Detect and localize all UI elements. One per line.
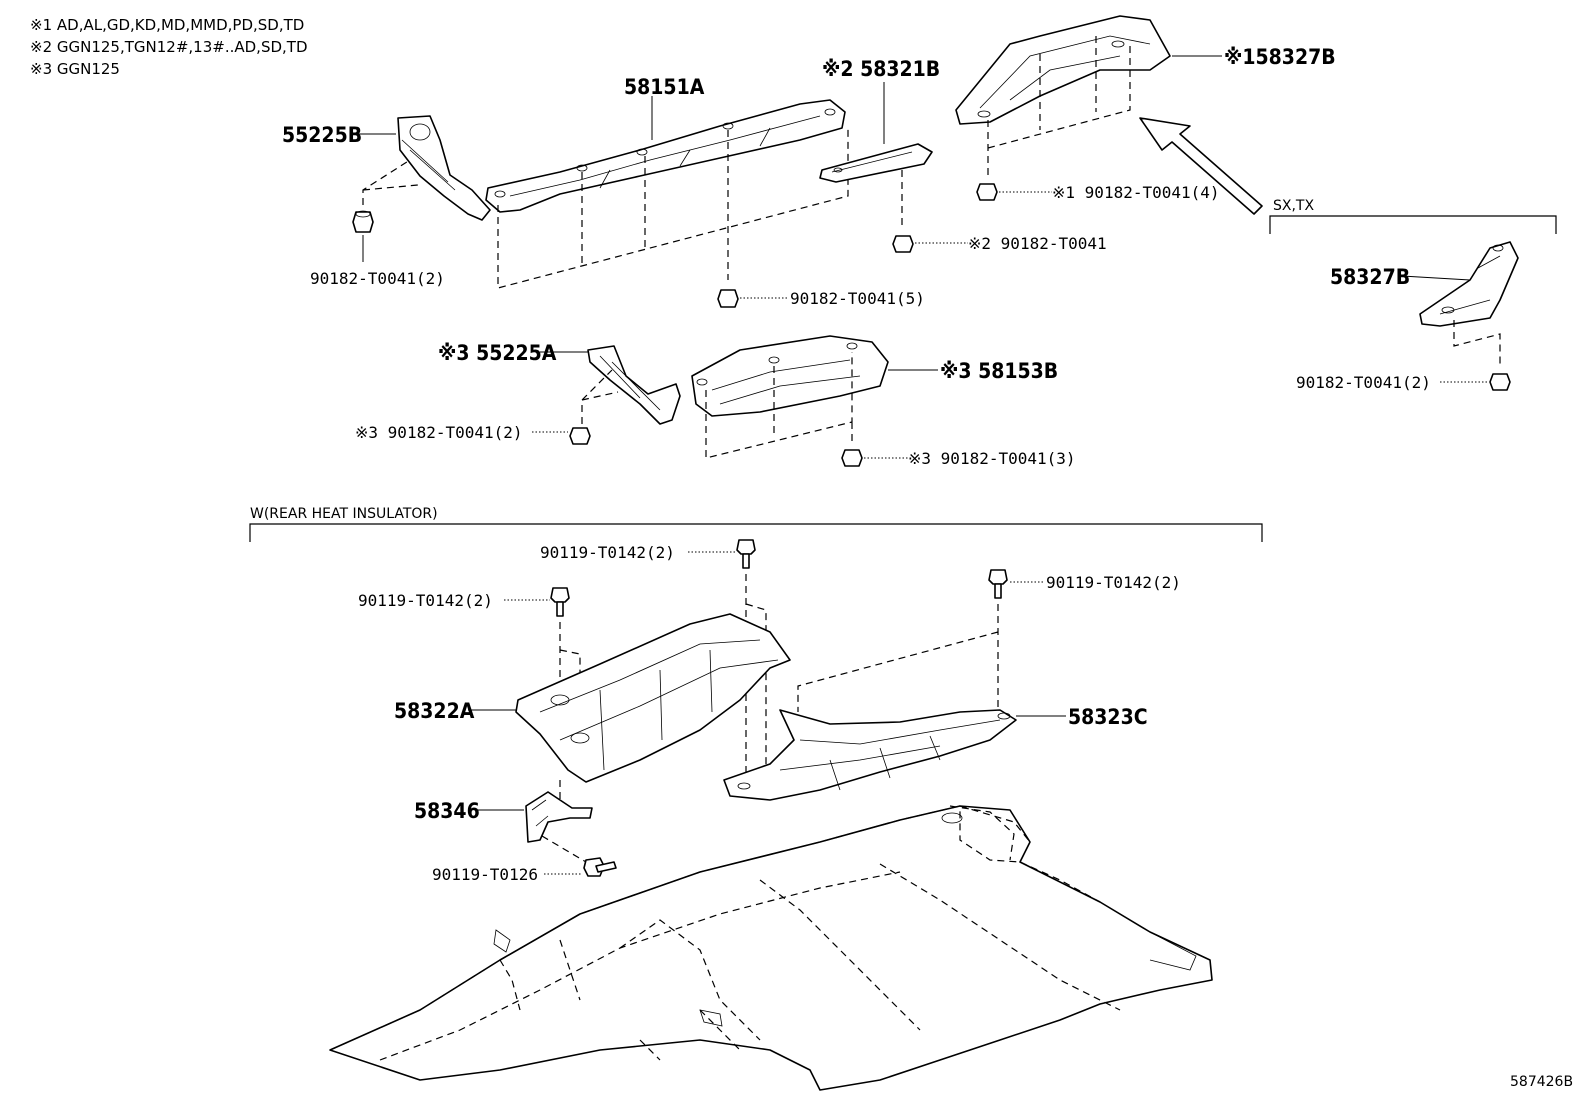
label-55225a-nut: ※3 90182-T0041(2) xyxy=(355,423,523,442)
label-58346: 58346 xyxy=(414,799,480,823)
dash-58327b-sxtx xyxy=(1453,320,1501,368)
label-bolt-58346: 90119-T0126 xyxy=(432,865,538,884)
label-55225b: 55225B xyxy=(282,123,362,147)
label-58151a-nut: 90182-T0041(5) xyxy=(790,289,925,308)
dash-55225a xyxy=(581,369,619,424)
label-58151a: 58151A xyxy=(624,75,705,99)
nut-55225b[interactable] xyxy=(352,210,374,233)
label-58153b: ※3 58153B xyxy=(940,359,1058,383)
label-bolt-mid: 90119-T0142(2) xyxy=(540,543,675,562)
dash-58153b xyxy=(705,352,853,459)
part-58321b[interactable] xyxy=(819,143,933,183)
label-55225a: ※3 55225A xyxy=(438,341,557,365)
note-1: ※1 AD,AL,GD,KD,MD,MMD,PD,SD,TD xyxy=(30,16,305,34)
leader-58327b-sxtx xyxy=(1401,275,1471,281)
bolt-right[interactable] xyxy=(988,569,1008,599)
figure-number: 587426B xyxy=(1510,1074,1573,1090)
part-58322a[interactable] xyxy=(515,613,791,783)
label-bolt-right: 90119-T0142(2) xyxy=(1046,573,1181,592)
nut-58321b[interactable] xyxy=(892,235,914,253)
bolt-left[interactable] xyxy=(550,587,570,617)
direction-arrow xyxy=(1139,117,1263,215)
part-58323c[interactable] xyxy=(723,709,1017,801)
part-55225b-bracket[interactable] xyxy=(397,115,491,221)
dash-58327b-top xyxy=(987,36,1131,178)
note-2: ※2 GGN125,TGN12#,13#..AD,SD,TD xyxy=(30,38,308,56)
bracket-sxtx xyxy=(1269,215,1557,234)
nut-58327b-sxtx[interactable] xyxy=(1489,373,1511,391)
bolt-mid[interactable] xyxy=(736,539,756,569)
label-58153b-nut: ※3 90182-T0041(3) xyxy=(908,449,1076,468)
label-55225b-nut: 90182-T0041(2) xyxy=(310,269,445,288)
part-58327b-top[interactable] xyxy=(955,15,1171,125)
label-58321b-nut: ※2 90182-T0041 xyxy=(968,234,1107,253)
label-w-group: W(REAR HEAT INSULATOR) xyxy=(250,506,438,522)
label-58321b: ※2 58321B xyxy=(822,57,940,81)
label-bolt-left: 90119-T0142(2) xyxy=(358,591,493,610)
label-58327b-top: ※158327B xyxy=(1224,45,1336,69)
label-58323c: 58323C xyxy=(1068,705,1148,729)
part-58327b-sxtx[interactable] xyxy=(1419,241,1519,327)
dash-bolt-right xyxy=(797,604,999,716)
vehicle-frame-reference xyxy=(329,805,1213,1091)
note-3: ※3 GGN125 xyxy=(30,60,120,78)
label-58322a: 58322A xyxy=(394,699,475,723)
label-sxtx: SX,TX xyxy=(1273,198,1314,214)
dash-55225b xyxy=(362,159,419,205)
nut-58151a[interactable] xyxy=(717,289,739,308)
applicability-notes: ※1 AD,AL,GD,KD,MD,MMD,PD,SD,TD ※2 GGN125… xyxy=(30,14,308,80)
bracket-w-group xyxy=(249,523,1263,542)
part-58346[interactable] xyxy=(525,791,593,843)
part-55225a[interactable] xyxy=(587,345,681,425)
nut-58327b-top[interactable] xyxy=(976,183,998,201)
label-58327b-sxtx: 58327B xyxy=(1330,265,1410,289)
bolt-58346[interactable] xyxy=(583,857,617,877)
dash-58346 xyxy=(541,780,587,863)
nut-58153b[interactable] xyxy=(841,449,863,467)
part-58151a-heat-insulator[interactable] xyxy=(485,99,846,213)
part-58153b[interactable] xyxy=(691,335,889,417)
nut-55225a[interactable] xyxy=(569,427,591,445)
label-58327b-sxtx-nut: 90182-T0041(2) xyxy=(1296,373,1431,392)
label-58327b-top-nut: ※1 90182-T0041(4) xyxy=(1052,183,1220,202)
